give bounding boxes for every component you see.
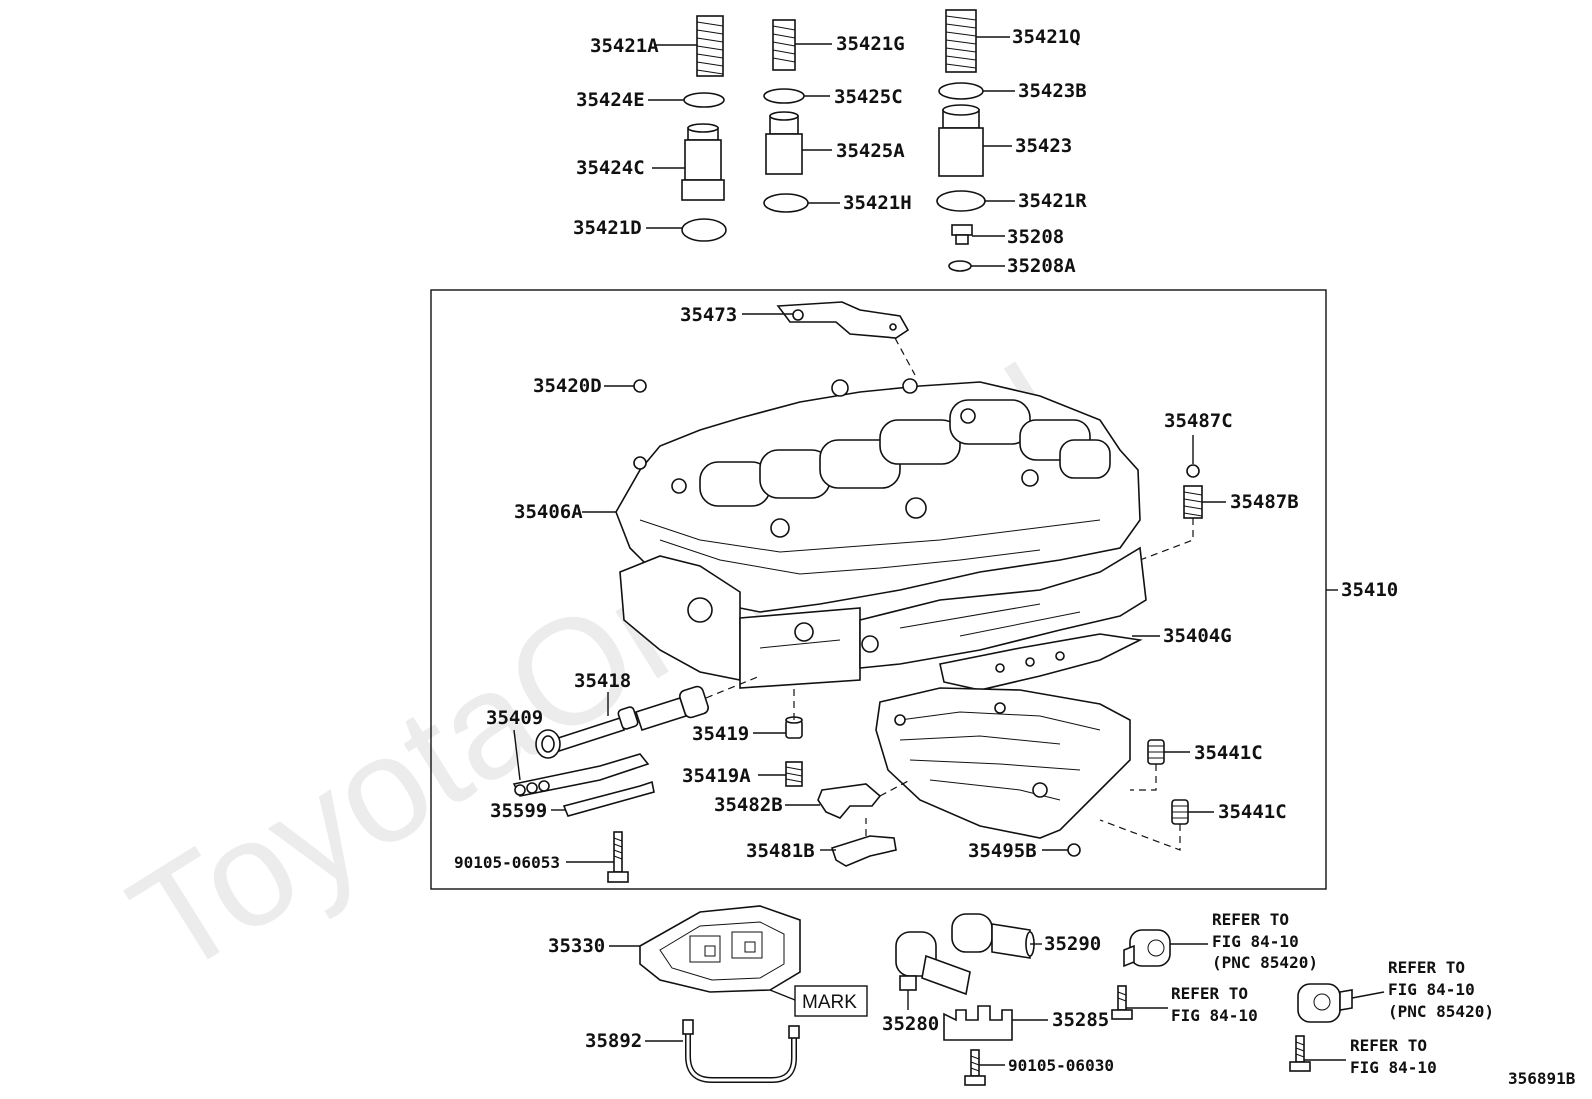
ring-35425C[interactable] — [763, 88, 805, 104]
plug-35423[interactable] — [938, 104, 984, 177]
label-35421H: 35421H — [843, 192, 912, 214]
refer-note-3-line2: FIG 84-10 — [1171, 1006, 1258, 1025]
ring-35423B[interactable] — [938, 82, 984, 100]
spring-35419A[interactable] — [785, 761, 803, 787]
ring-35424E[interactable] — [683, 92, 725, 108]
mark-label: MARK — [802, 992, 857, 1013]
label-35208: 35208 — [1007, 226, 1064, 248]
refer-note-1-line1: REFER TO — [1212, 910, 1289, 929]
label-35481B: 35481B — [746, 840, 815, 862]
label-35423B: 35423B — [1018, 80, 1087, 102]
label-35404G: 35404G — [1163, 625, 1232, 647]
filter-35441C-upper[interactable] — [1147, 739, 1165, 765]
valve-35418[interactable] — [550, 685, 710, 754]
label-35290: 35290 — [1044, 933, 1101, 955]
plug-35208[interactable] — [951, 224, 973, 245]
label-35421Q: 35421Q — [1012, 26, 1081, 48]
plug-35425A[interactable] — [765, 111, 803, 175]
refer-note-2-line3: (PNC 85420) — [1388, 1002, 1494, 1021]
bracket-35285[interactable] — [943, 1005, 1013, 1041]
label-35599: 35599 — [490, 800, 547, 822]
middle-valve-body[interactable] — [619, 546, 1147, 689]
label-35423: 35423 — [1015, 135, 1072, 157]
mark-callout-box — [794, 985, 868, 1017]
label-35441C-lower: 35441C — [1218, 801, 1287, 823]
label-35419A: 35419A — [682, 765, 751, 787]
ring-35420D[interactable] — [633, 379, 647, 393]
label-35421G: 35421G — [836, 33, 905, 55]
label-35420D: 35420D — [533, 375, 602, 397]
ring-35421R[interactable] — [936, 190, 986, 212]
upper-valve-body-35406A[interactable] — [615, 378, 1141, 613]
label-35487B: 35487B — [1230, 491, 1299, 513]
label-35424C: 35424C — [576, 157, 645, 179]
label-35495B: 35495B — [968, 840, 1037, 862]
spring-35487B[interactable] — [1183, 485, 1203, 519]
label-35419: 35419 — [692, 723, 749, 745]
spring-35421Q[interactable] — [945, 9, 977, 73]
label-35330: 35330 — [548, 935, 605, 957]
oil-strainer-35330[interactable] — [639, 905, 801, 993]
spring-35421A[interactable] — [696, 15, 724, 77]
label-35892: 35892 — [585, 1030, 642, 1052]
refer-note-1-line3: (PNC 85420) — [1212, 953, 1318, 972]
clip-35481B[interactable] — [830, 835, 897, 867]
solenoid-refer-2[interactable] — [1297, 983, 1353, 1023]
refer-note-1-line2: FIG 84-10 — [1212, 932, 1299, 951]
label-90105-06030: 90105-06030 — [1008, 1056, 1114, 1075]
refer-note-3-line1: REFER TO — [1171, 984, 1248, 1003]
refer-note-2-line2: FIG 84-10 — [1388, 980, 1475, 999]
label-35482B: 35482B — [714, 794, 783, 816]
plug-35424C[interactable] — [681, 123, 725, 201]
refer-note-4-line1: REFER TO — [1350, 1036, 1427, 1055]
clip-35208A[interactable] — [948, 260, 972, 272]
label-35441C-upper: 35441C — [1194, 742, 1263, 764]
bolt-90105-06030[interactable] — [964, 1049, 986, 1086]
label-35421A: 35421A — [590, 35, 659, 57]
label-35418: 35418 — [574, 670, 631, 692]
label-35487C: 35487C — [1164, 410, 1233, 432]
label-35208A: 35208A — [1007, 255, 1076, 277]
label-35406A: 35406A — [514, 501, 583, 523]
spring-35421G[interactable] — [772, 19, 796, 71]
label-35410: 35410 — [1341, 579, 1398, 601]
tube-35892[interactable] — [682, 1019, 800, 1083]
solenoid-35290[interactable] — [951, 913, 1035, 959]
bolt-90105-06053[interactable] — [607, 831, 629, 883]
label-35285: 35285 — [1052, 1009, 1109, 1031]
label-35421R: 35421R — [1018, 190, 1087, 212]
bracket-35473[interactable] — [776, 301, 910, 339]
refer-note-4-line2: FIG 84-10 — [1350, 1058, 1437, 1077]
lower-valve-body[interactable] — [875, 687, 1131, 839]
valve-35409[interactable] — [535, 729, 561, 759]
separator-plate-35404G[interactable] — [939, 633, 1143, 691]
label-35425A: 35425A — [836, 140, 905, 162]
bolt-refer-3[interactable] — [1111, 985, 1133, 1020]
plate-35599[interactable] — [512, 753, 655, 817]
plug-35419[interactable] — [785, 716, 803, 739]
ring-35421H[interactable] — [763, 193, 809, 213]
solenoid-refer-1[interactable] — [1123, 929, 1171, 968]
figure-id: 356891B — [1508, 1069, 1576, 1088]
filter-35441C-lower[interactable] — [1171, 799, 1189, 825]
label-35280: 35280 — [882, 1013, 939, 1035]
label-90105-06053: 90105-06053 — [454, 853, 560, 872]
ring-35495B[interactable] — [1067, 843, 1081, 857]
ring-35421D[interactable] — [681, 218, 727, 242]
refer-note-2-line1: REFER TO — [1388, 958, 1465, 977]
bolt-refer-4[interactable] — [1289, 1035, 1311, 1072]
solenoid-35280[interactable] — [895, 931, 971, 996]
label-35425C: 35425C — [834, 86, 903, 108]
label-35409: 35409 — [486, 707, 543, 729]
label-35424E: 35424E — [576, 89, 645, 111]
ring-35487C[interactable] — [1186, 464, 1200, 478]
label-35421D: 35421D — [573, 217, 642, 239]
label-35473: 35473 — [680, 304, 737, 326]
clip-35482B[interactable] — [817, 783, 882, 819]
